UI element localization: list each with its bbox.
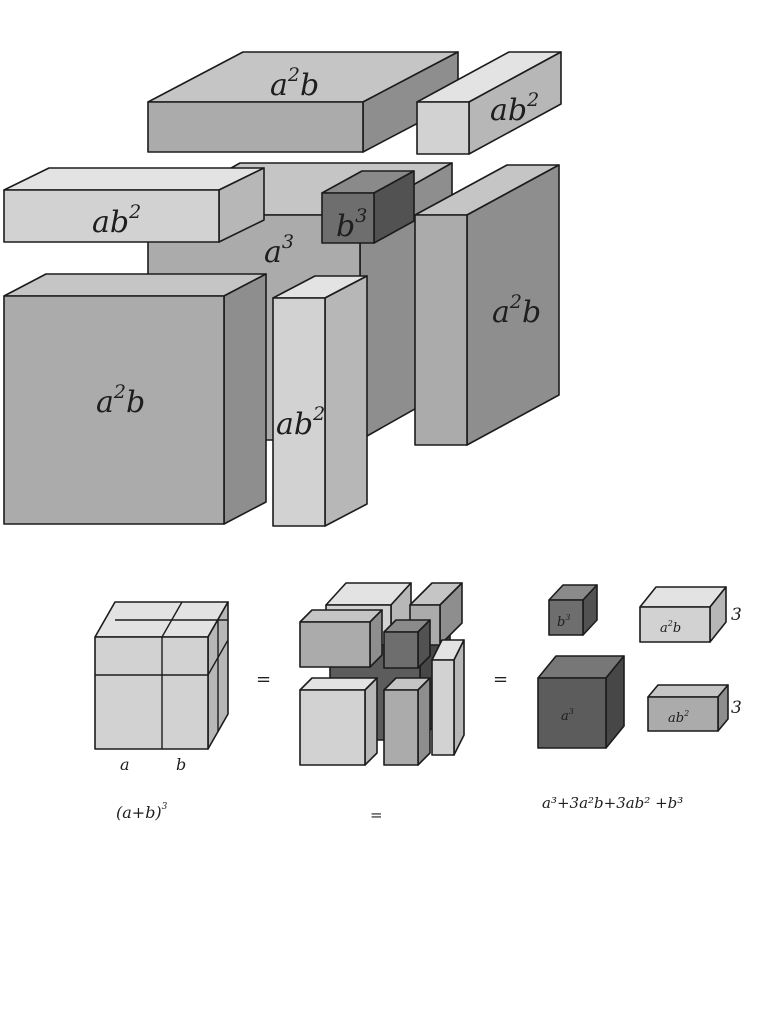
mini-pillar-side-face — [417, 677, 431, 766]
term-a3-front-face — [537, 677, 607, 749]
block-b3-front-face — [321, 192, 375, 244]
block-b3 — [321, 170, 415, 244]
equals-sign-2: = — [493, 669, 508, 690]
mini-left-bar — [299, 609, 383, 668]
mini-front-slab — [299, 677, 378, 766]
mini-pillar-front-face — [383, 689, 419, 766]
label-a3: a3 — [264, 231, 294, 270]
block-front-slab-a2b-top-face — [3, 273, 267, 297]
assembled-cube-seams — [95, 601, 229, 749]
term-label-b3: b3 — [557, 613, 570, 630]
axis-label-b: b — [176, 755, 186, 774]
expression-middle-equals: = — [370, 806, 383, 824]
mini-right-slab — [431, 639, 465, 756]
term-ab2-front-face — [647, 696, 719, 732]
block-right-slab-a2b — [414, 164, 560, 446]
block-top-slab-a2b-front-face — [147, 101, 364, 153]
term-label-a3: a3 — [561, 707, 574, 724]
mini-top-bar — [409, 582, 463, 646]
mini-b3-front-face — [383, 631, 419, 669]
term-label-a2b: a2b — [660, 619, 681, 636]
mini-front-slab-top-face — [299, 677, 378, 691]
block-top-slab-a2b — [147, 51, 459, 153]
mini-front-slab-front-face — [299, 689, 366, 766]
mini-pillar — [383, 677, 431, 766]
block-pillar-ab2-side-face — [324, 275, 368, 527]
term-a3 — [537, 655, 625, 749]
block-front-slab-a2b-side-face — [223, 273, 267, 525]
expression-left: (a+b)3 — [116, 802, 168, 822]
term-ab2 — [647, 684, 729, 732]
axis-label-a: a — [120, 755, 130, 774]
expression-right: a³+3a²b+3ab² +b³ — [542, 794, 683, 812]
term-b3-front-face — [548, 599, 584, 636]
block-pillar-ab2 — [272, 275, 368, 527]
term-b3 — [548, 584, 598, 636]
mini-left-bar-front-face — [299, 621, 371, 668]
term-ab2-top-face — [647, 684, 729, 698]
block-right-slab-a2b-front-face — [414, 214, 468, 446]
exploded-cube-view: a3 a2b ab2 ab2 b3 a2b a2b ab2 — [3, 51, 562, 527]
block-left-bar-ab2 — [3, 167, 265, 243]
mini-right-slab-front-face — [431, 659, 455, 756]
mini-right-slab-side-face — [453, 639, 465, 756]
expansion-view: b3 a2b a3 ab2 — [94, 582, 729, 766]
label-front-slab: a2b — [96, 381, 145, 420]
multiplier-3-top: 3 — [731, 605, 742, 625]
label-left-bar: ab2 — [92, 201, 141, 240]
assembled-cube — [94, 601, 229, 750]
term-a2b-front-face — [639, 606, 711, 643]
label-right-slab: a2b — [492, 291, 541, 330]
block-left-bar-ab2-front-face — [3, 189, 220, 243]
assembled-cube-front-face — [94, 636, 209, 750]
mini-b3 — [383, 619, 431, 669]
mini-front-slab-side-face — [364, 677, 378, 766]
block-top-bar-ab2 — [416, 51, 562, 155]
block-top-bar-ab2-front-face — [416, 101, 470, 155]
label-b3: b3 — [336, 205, 367, 244]
label-top-bar: ab2 — [490, 89, 539, 128]
block-front-slab-a2b — [3, 273, 267, 525]
term-label-ab2: ab2 — [668, 709, 689, 726]
multiplier-3-bottom: 3 — [731, 698, 742, 718]
label-pillar: ab2 — [276, 403, 325, 442]
mini-left-bar-top-face — [299, 609, 383, 623]
label-top-slab: a2b — [270, 64, 319, 103]
block-front-slab-a2b-front-face — [3, 295, 225, 525]
equals-sign-1: = — [256, 669, 271, 690]
block-pillar-ab2-front-face — [272, 297, 326, 527]
term-a2b — [639, 586, 727, 643]
